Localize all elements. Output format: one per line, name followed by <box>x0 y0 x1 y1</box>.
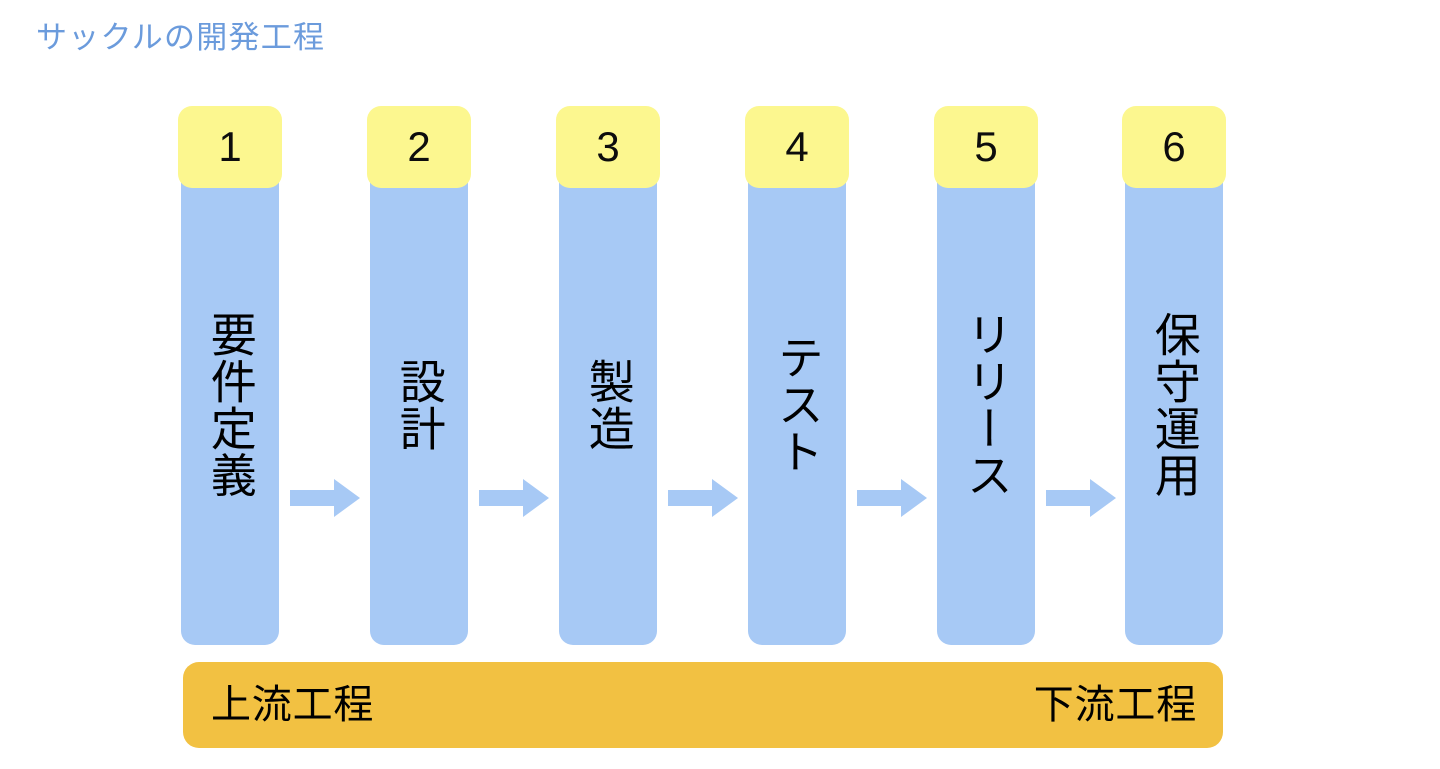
stage-6-body <box>1125 164 1223 645</box>
arrow-right-icon-2 <box>479 479 549 517</box>
stage-6-header: 6 <box>1122 106 1226 188</box>
stage-5-label: リリース <box>959 310 1014 499</box>
process-flow: 要件定義 1 設計 2 <box>178 106 1226 645</box>
phase-summary-bar: 上流工程 下流工程 <box>183 662 1223 748</box>
stage-3-header: 3 <box>556 106 660 188</box>
stage-2-body <box>370 164 468 645</box>
stage-1[interactable]: 要件定義 1 <box>178 106 282 645</box>
stage-1-label: 要件定義 <box>203 310 258 499</box>
stage-3[interactable]: 製造 3 <box>556 106 660 645</box>
stage-5-number: 5 <box>974 123 998 170</box>
stage-3-label: 製造 <box>581 357 636 452</box>
stage-5-header: 5 <box>934 106 1038 188</box>
stage-1-number: 1 <box>218 123 242 170</box>
stage-2[interactable]: 設計 2 <box>367 106 471 645</box>
stage-5[interactable]: リリース 5 <box>934 106 1038 645</box>
stage-1-header: 1 <box>178 106 282 188</box>
page-title: サックルの開発工程 <box>36 20 326 55</box>
stage-4[interactable]: テスト 4 <box>745 106 849 645</box>
stage-6-label: 保守運用 <box>1147 310 1202 499</box>
arrow-right-icon-3 <box>668 479 738 517</box>
phase-label-upstream: 上流工程 <box>211 682 375 728</box>
stage-2-label-wrap: 設計 <box>370 164 468 645</box>
stage-4-body <box>748 164 846 645</box>
stage-4-header: 4 <box>745 106 849 188</box>
stage-6-number: 6 <box>1162 123 1186 170</box>
stage-3-body <box>559 164 657 645</box>
stage-3-label-wrap: 製造 <box>559 164 657 645</box>
stage-4-label-wrap: テスト <box>748 164 846 645</box>
stage-4-label: テスト <box>770 334 825 475</box>
stage-4-number: 4 <box>785 123 809 170</box>
phase-label-downstream: 下流工程 <box>1033 682 1197 728</box>
stage-1-body <box>181 164 279 645</box>
stage-1-label-wrap: 要件定義 <box>181 164 279 645</box>
arrow-right-icon-4 <box>857 479 927 517</box>
stage-5-body <box>937 164 1035 645</box>
stage-3-number: 3 <box>596 123 620 170</box>
stage-6-label-wrap: 保守運用 <box>1125 164 1223 645</box>
arrow-right-icon-1 <box>290 479 360 517</box>
stage-2-header: 2 <box>367 106 471 188</box>
stage-2-label: 設計 <box>392 357 447 452</box>
stage-6[interactable]: 保守運用 6 <box>1122 106 1226 645</box>
stage-5-label-wrap: リリース <box>937 164 1035 645</box>
stage-2-number: 2 <box>407 123 431 170</box>
arrow-right-icon-5 <box>1046 479 1116 517</box>
